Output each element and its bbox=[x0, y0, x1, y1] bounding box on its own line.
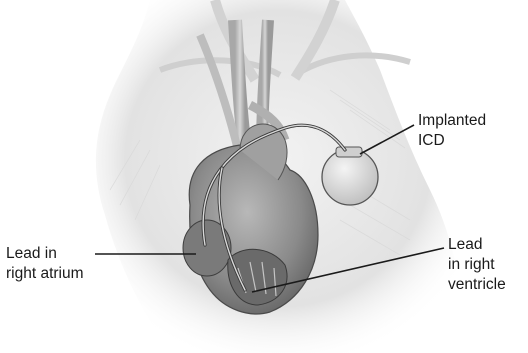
label-lead-right-ventricle: Lead in right ventricle bbox=[448, 235, 506, 295]
label-lead-right-atrium: Lead in right atrium bbox=[6, 244, 84, 284]
label-implanted-icd: Implanted ICD bbox=[418, 111, 486, 151]
